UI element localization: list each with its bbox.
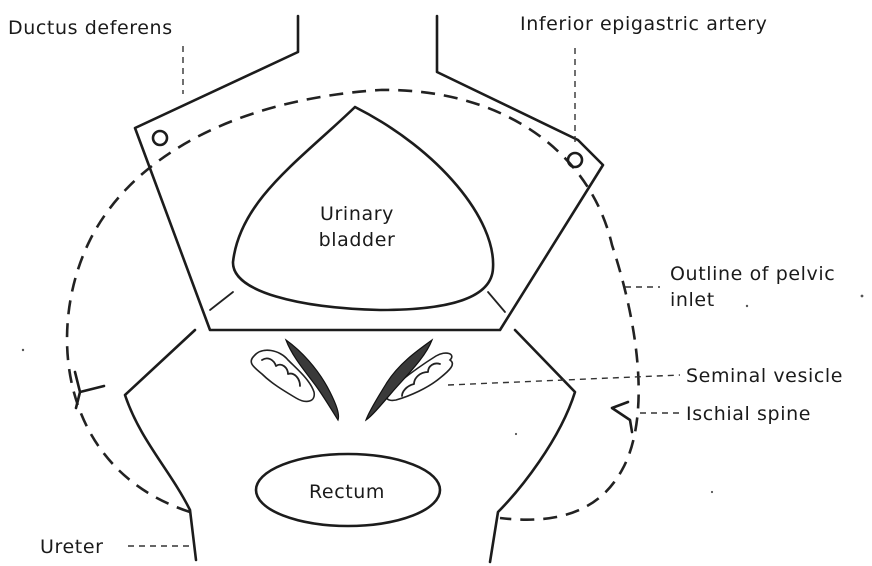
ductus-deferens-circle bbox=[153, 131, 167, 145]
right-pelvic-wall bbox=[490, 330, 575, 562]
speck bbox=[861, 295, 864, 298]
speck bbox=[515, 433, 517, 435]
peritoneal-fold-outline bbox=[135, 16, 603, 330]
label-outline-pelvic-inlet-1: Outline of pelvic bbox=[670, 263, 835, 285]
inferior-epigastric-artery-circle bbox=[568, 153, 582, 167]
label-ductus-deferens: Ductus deferens bbox=[8, 17, 173, 39]
label-inferior-epigastric-artery: Inferior epigastric artery bbox=[520, 13, 768, 35]
label-ureter: Ureter bbox=[40, 536, 104, 558]
speck bbox=[22, 349, 24, 351]
label-outline-pelvic-inlet-2: inlet bbox=[670, 289, 715, 311]
label-ischial-spine: Ischial spine bbox=[686, 403, 811, 425]
bladder-right-ligament bbox=[488, 292, 505, 312]
bladder-left-ligament bbox=[210, 292, 233, 310]
speck bbox=[711, 491, 713, 493]
label-urinary-bladder-2: bladder bbox=[319, 229, 396, 251]
speck bbox=[746, 305, 748, 307]
right-ischial-spine bbox=[612, 402, 632, 432]
left-ischial-spine bbox=[75, 372, 104, 408]
left-pelvic-wall bbox=[125, 330, 196, 560]
label-rectum: Rectum bbox=[309, 481, 385, 503]
label-urinary-bladder-1: Urinary bbox=[320, 203, 394, 225]
label-seminal-vesicle: Seminal vesicle bbox=[686, 365, 843, 387]
